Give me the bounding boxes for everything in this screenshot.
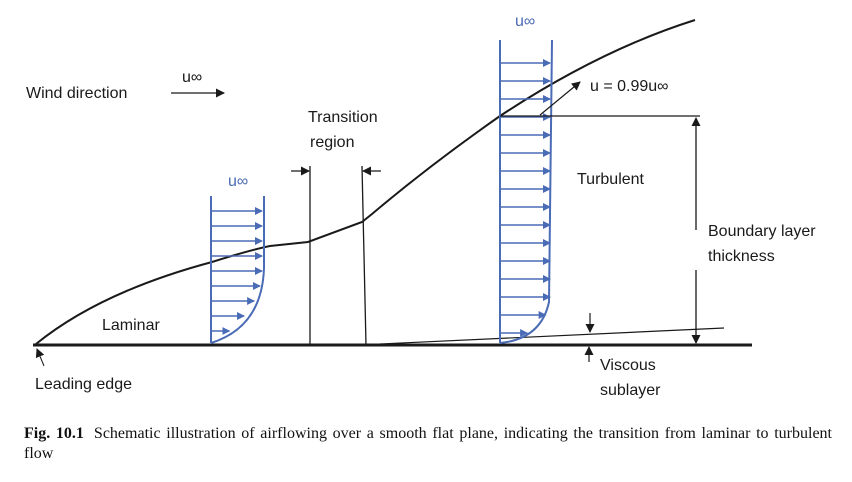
figure-caption-label: Fig. 10.1	[24, 425, 84, 442]
profile-left-curve	[210, 196, 265, 344]
wind-u-infinity-label: u∞	[182, 69, 202, 86]
leading-edge-pointer	[35, 348, 45, 367]
boundary-layer-edge	[35, 19, 696, 345]
turbulent-velocity-profile	[499, 39, 553, 344]
laminar-velocity-profile	[210, 196, 265, 344]
right-u-infinity-label: u∞	[515, 13, 535, 30]
left-u-infinity-label: u∞	[228, 173, 248, 190]
profile-right-curve	[499, 39, 553, 344]
u099-pointer-arrow	[539, 81, 581, 116]
transition-label-line2: region	[310, 134, 354, 151]
wind-direction-label: Wind direction	[26, 85, 127, 102]
transition-line-right	[361, 165, 367, 346]
turbulent-label: Turbulent	[577, 171, 645, 188]
viscous-sublayer-label-line2: sublayer	[600, 382, 661, 399]
leading-edge-label: Leading edge	[35, 376, 132, 393]
boundary-layer-label-line1: Boundary layer	[708, 223, 816, 240]
boundary-layer-label-line2: thickness	[708, 248, 775, 265]
u-099-label: u = 0.99u∞	[590, 78, 669, 95]
viscous-sublayer-label-line1: Viscous	[600, 357, 656, 374]
boundary-layer-diagram: Wind direction u∞ u∞ u∞ Transition regio…	[26, 13, 816, 399]
transition-label-line1: Transition	[308, 109, 378, 126]
figure-caption-text: Schematic illustration of airflowing ove…	[24, 425, 833, 462]
laminar-label: Laminar	[102, 317, 160, 334]
viscous-sublayer-line	[379, 327, 725, 345]
